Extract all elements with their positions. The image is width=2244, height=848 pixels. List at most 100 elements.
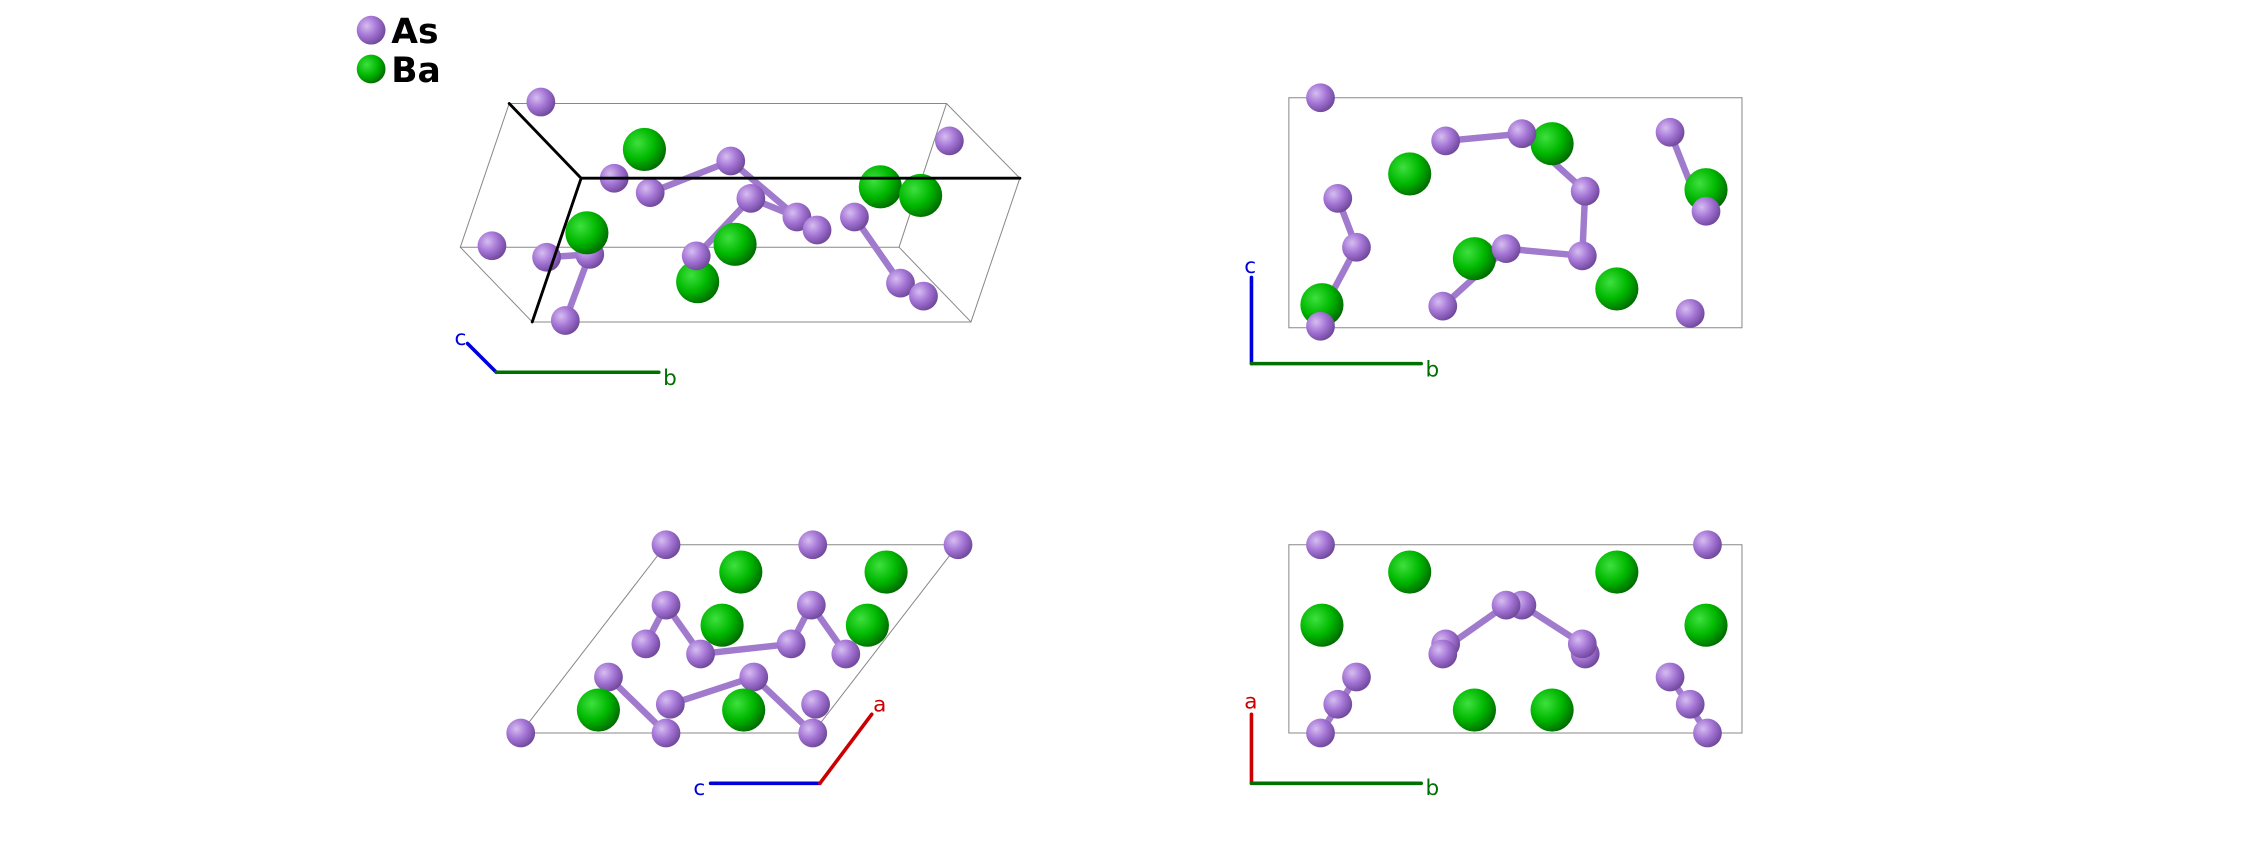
view1-atom-ba xyxy=(713,222,757,266)
legend-as-swatch xyxy=(356,15,386,45)
view3-atom-as xyxy=(943,530,973,560)
view1-atom-as xyxy=(635,178,665,207)
view3-as-bond xyxy=(697,640,795,658)
view4-atom-as xyxy=(1323,689,1353,719)
view3-atom-as xyxy=(651,718,681,748)
view3-atom-as xyxy=(739,662,769,692)
view3-axis-a-label: a xyxy=(873,692,886,717)
view4-atom-as xyxy=(1675,689,1705,719)
view4-atom-ba xyxy=(1530,688,1574,732)
view1-axis-c-label: c xyxy=(455,326,467,351)
view2-atom-ba xyxy=(1452,237,1496,281)
view3-atom-as xyxy=(831,639,861,669)
view2-atom-ba xyxy=(1595,267,1639,311)
view3-atom-as xyxy=(655,689,685,719)
view4-atom-as xyxy=(1342,662,1371,692)
view2-atom-as xyxy=(1491,234,1521,264)
view2-atom-as xyxy=(1428,291,1458,321)
view3-atom-ba xyxy=(700,603,744,647)
view3-atom-as xyxy=(776,629,806,659)
view4-atom-ba xyxy=(1684,603,1728,647)
view1-atom-ba xyxy=(622,127,667,172)
view4-atom-ba xyxy=(1388,550,1432,594)
view1-atom-as xyxy=(909,281,938,311)
view3-atom-ba xyxy=(864,550,908,594)
view1-atom-as xyxy=(477,231,507,261)
view1-cell-edge xyxy=(970,177,1021,323)
view3-as-bond xyxy=(667,673,757,708)
view1-atom-ba xyxy=(676,260,720,304)
view1-as-bond xyxy=(727,157,801,221)
view4-axis-b-label: b xyxy=(1426,776,1440,801)
view4-atom-as xyxy=(1491,590,1521,620)
view1-cell-edge-highlight xyxy=(530,176,583,324)
legend-ba-label: Ba xyxy=(391,51,441,91)
view1-atom-as xyxy=(935,126,964,156)
view2-axis-b-label: b xyxy=(1426,358,1440,383)
view1-atom-ba xyxy=(565,211,609,255)
view2-atom-ba xyxy=(1530,122,1574,166)
view4-atom-as xyxy=(1306,718,1335,748)
view2-atom-as xyxy=(1691,196,1721,226)
view3-atom-as xyxy=(506,718,536,748)
view1-cell-edge-highlight xyxy=(507,102,583,180)
legend: As Ba xyxy=(356,12,441,91)
view3-axis-a xyxy=(818,712,874,786)
view4-atom-as xyxy=(1428,639,1458,669)
view3-atom-as xyxy=(796,590,826,620)
view1-atom-as xyxy=(802,215,832,245)
legend-as-label: As xyxy=(391,12,438,52)
view3-atom-as xyxy=(594,662,623,692)
view1-atom-as xyxy=(550,306,580,335)
view1-atom-as xyxy=(532,242,561,272)
view1-atom-as xyxy=(716,146,746,176)
view3-cell-edge xyxy=(520,544,667,734)
view3-axis-c-label: c xyxy=(693,776,705,801)
view1-atom-as xyxy=(736,183,766,213)
view4-atom-ba xyxy=(1452,688,1496,732)
view1-cell-edge xyxy=(946,102,1021,179)
view1-cell-edge xyxy=(459,102,510,248)
view1-atom-ba xyxy=(899,173,943,218)
view4-atom-ba xyxy=(1300,603,1344,647)
view2-atom-ba xyxy=(1388,152,1432,196)
view1-atom-as xyxy=(526,87,556,117)
view3-atom-ba xyxy=(722,688,766,732)
view2-atom-as xyxy=(1431,126,1461,156)
view2-atom-as xyxy=(1570,176,1600,206)
view3-atom-ba xyxy=(576,688,620,732)
view3-atom-as xyxy=(631,629,661,659)
view3-atom-as xyxy=(686,639,715,669)
view2-axis-c-label: c xyxy=(1244,254,1256,279)
view4-atom-as xyxy=(1693,718,1722,748)
view2-atom-as xyxy=(1675,298,1705,328)
view4-atom-as xyxy=(1306,530,1335,560)
view1-atom-ba xyxy=(858,165,902,209)
view3-atom-as xyxy=(651,530,681,560)
view2-atom-as xyxy=(1507,119,1537,149)
view1-axis-b-label: b xyxy=(663,366,677,391)
view4-atom-as xyxy=(1693,530,1722,560)
view4-atom-as xyxy=(1655,662,1685,692)
view2-atom-as xyxy=(1655,117,1685,147)
view3-atom-as xyxy=(801,689,830,719)
view3-atom-ba xyxy=(845,603,889,647)
view2-atom-as xyxy=(1306,311,1335,341)
view3-atom-as xyxy=(798,530,828,560)
view4-atom-ba xyxy=(1595,550,1639,594)
view2-atom-as xyxy=(1323,183,1353,213)
view3-atom-as xyxy=(651,590,681,620)
view4-atom-as xyxy=(1567,629,1597,659)
view2-atom-as xyxy=(1342,232,1371,262)
legend-ba-swatch xyxy=(356,54,386,84)
view1-axis-c xyxy=(465,341,499,375)
view3-atom-as xyxy=(798,718,828,748)
view3-atom-ba xyxy=(719,550,763,594)
view3-cell-edge xyxy=(812,544,959,734)
view2-atom-as xyxy=(1306,83,1335,113)
view2-atom-as xyxy=(1567,241,1597,271)
view2-atom-ba xyxy=(1684,168,1728,212)
view4-axis-a-label: a xyxy=(1244,690,1257,715)
view1-cell-edge xyxy=(898,246,972,323)
